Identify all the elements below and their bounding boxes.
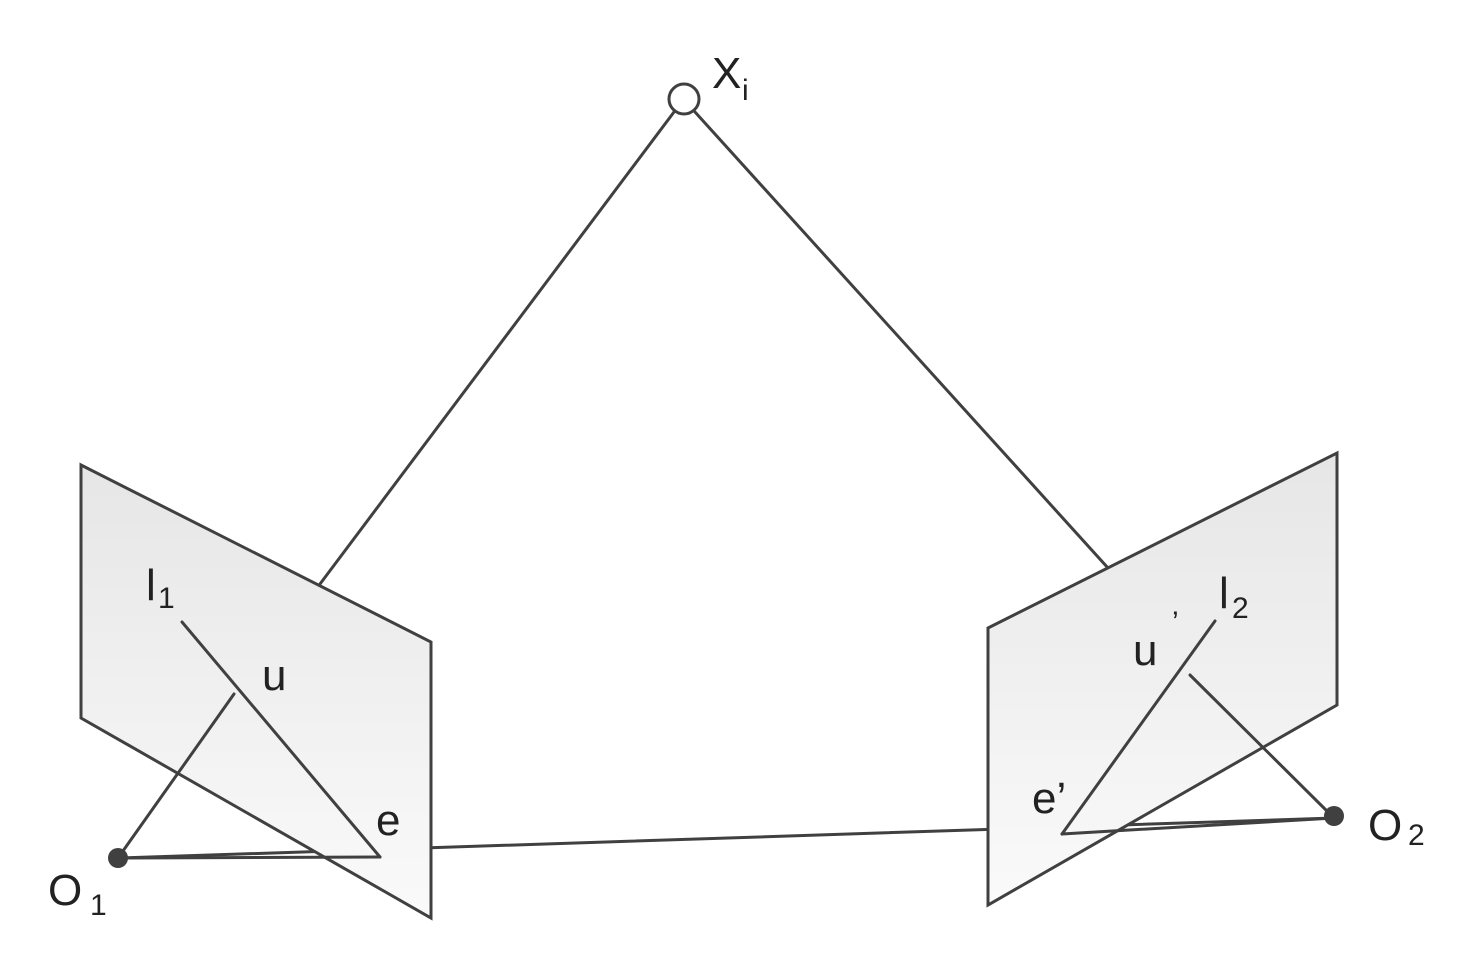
ray-right <box>693 110 1110 570</box>
label-image-point-left: u <box>262 651 286 700</box>
label-image-point-right-mark: ’ <box>1172 606 1179 639</box>
projection-line-left <box>116 692 236 860</box>
label-center-left: O <box>48 866 82 915</box>
projection-line-right <box>1188 673 1336 820</box>
label-world-point-sub: i <box>742 74 749 107</box>
label-line-left-sub: 1 <box>158 582 175 615</box>
left-image-plane <box>79 462 433 921</box>
label-epipole-right: e’ <box>1032 774 1066 823</box>
epipolar-line-left <box>180 620 382 859</box>
camera-center-left-marker <box>108 848 128 868</box>
label-epipole-left: e <box>376 796 400 845</box>
epipole-to-center-right <box>1060 816 1336 836</box>
camera-center-right-marker <box>1324 806 1344 826</box>
label-world-point: X <box>712 49 741 98</box>
epipolar-line-right <box>1060 619 1217 836</box>
label-line-right-sub: 2 <box>1232 592 1249 625</box>
label-center-right: O <box>1368 801 1402 850</box>
label-image-point-right: u <box>1133 626 1157 675</box>
right-image-plane <box>986 450 1339 908</box>
label-center-left-sub: 1 <box>90 889 107 922</box>
label-line-right: l <box>1219 569 1229 618</box>
label-center-right-sub: 2 <box>1408 819 1425 852</box>
label-line-left: l <box>146 561 156 610</box>
center-to-epipole-left <box>116 855 382 860</box>
ray-left <box>318 110 676 586</box>
world-point-marker <box>667 82 701 116</box>
